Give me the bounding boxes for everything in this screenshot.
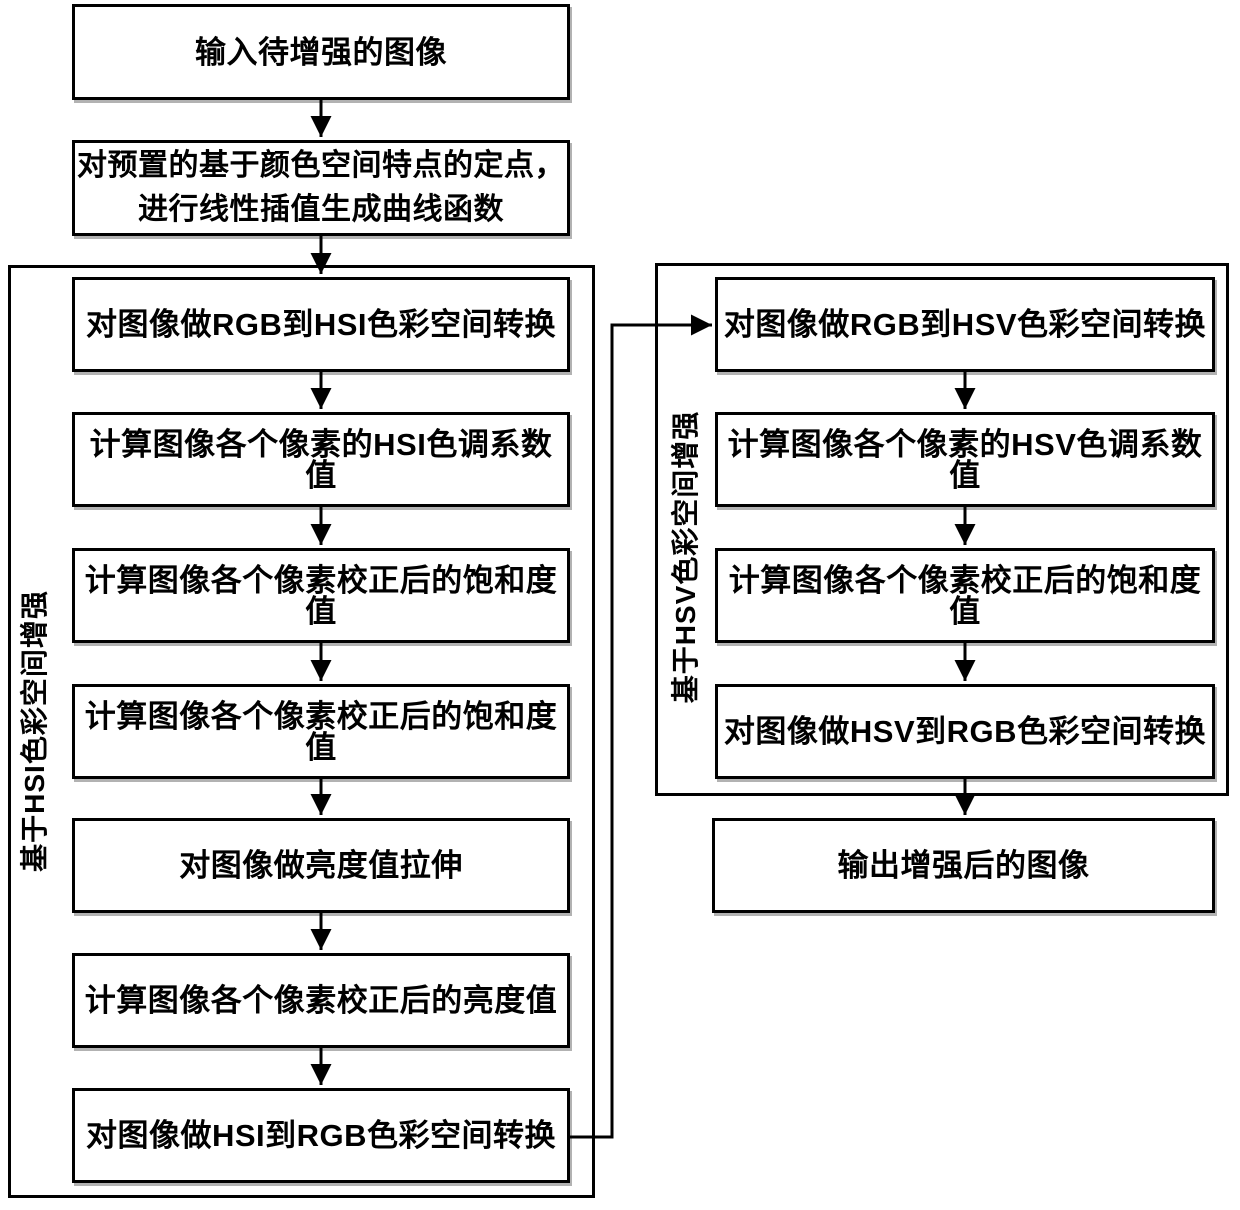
- interpolation-line-2: 进行线性插值生成曲线函数: [138, 193, 504, 226]
- hsv-step-4: 对图像做HSV到RGB色彩空间转换: [715, 684, 1215, 779]
- hsi-step-4: 计算图像各个像素校正后的饱和度值: [72, 684, 570, 779]
- hsv-step-1: 对图像做RGB到HSV色彩空间转换: [715, 277, 1215, 372]
- output-box: 输出增强后的图像: [712, 818, 1215, 913]
- hsv-step-3: 计算图像各个像素校正后的饱和度值: [715, 548, 1215, 643]
- interpolation-line-1: 对预置的基于颜色空间特点的定点，: [77, 149, 565, 182]
- hsi-group-label: 基于HSI色彩空间增强: [19, 590, 50, 872]
- hsi-step-1: 对图像做RGB到HSI色彩空间转换: [72, 277, 570, 372]
- hsv-group-label: 基于HSV色彩空间增强: [670, 410, 701, 704]
- interpolation-box: 对预置的基于颜色空间特点的定点， 进行线性插值生成曲线函数: [72, 140, 570, 236]
- hsi-step-6: 计算图像各个像素校正后的亮度值: [72, 953, 570, 1048]
- hsi-step-7: 对图像做HSI到RGB色彩空间转换: [72, 1088, 570, 1183]
- hsv-step-2: 计算图像各个像素的HSV色调系数值: [715, 412, 1215, 507]
- hsi-step-5: 对图像做亮度值拉伸: [72, 818, 570, 913]
- hsi-step-3: 计算图像各个像素校正后的饱和度值: [72, 548, 570, 643]
- start-box: 输入待增强的图像: [72, 4, 570, 100]
- hsi-step-2: 计算图像各个像素的HSI色调系数值: [72, 412, 570, 507]
